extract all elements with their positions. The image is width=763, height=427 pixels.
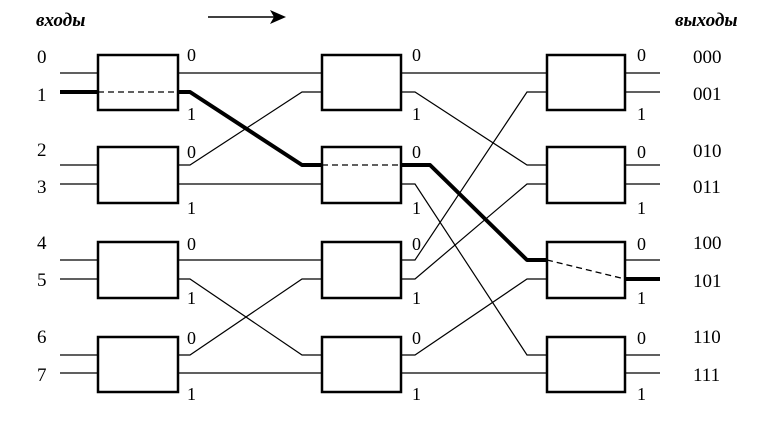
output-wires [625,72,660,374]
port-label-upper: 0 [637,328,646,348]
inputs-header: входы [36,10,85,31]
links-stage2-to-stage3 [401,72,547,374]
direction-arrow [208,10,286,24]
highlighted-route [60,90,660,281]
port-label-lower: 1 [412,288,421,308]
input-label: 5 [37,270,47,291]
port-label-upper: 0 [187,142,196,162]
stage-3-switches [545,53,627,394]
switch-s1-2 [96,145,180,205]
switch-s2-2 [320,145,403,205]
port-label-lower: 1 [637,384,646,404]
output-label: 000 [693,47,722,68]
input-labels: 0 1 2 3 4 5 6 7 [37,47,47,386]
input-label: 7 [37,365,47,386]
outputs-header: выходы [675,10,738,31]
port-label-lower: 1 [412,198,421,218]
output-label: 010 [693,141,722,162]
switch-s3-2 [545,145,627,205]
port-label-lower: 1 [637,104,646,124]
port-labels-stage-1: 0 1 0 1 0 1 0 1 [187,45,196,404]
input-wires [60,72,98,374]
port-label-upper: 0 [187,45,196,65]
switch-s1-1 [96,53,180,112]
port-label-upper: 0 [637,142,646,162]
input-label: 2 [37,140,47,161]
switch-s2-1 [320,53,403,112]
switch-s1-4 [96,335,180,394]
output-label: 111 [693,365,720,386]
port-label-upper: 0 [412,234,421,254]
output-labels: 000 001 010 011 100 101 110 111 [693,47,722,386]
output-label: 101 [693,271,722,292]
port-labels-stage-3: 0 1 0 1 0 1 0 1 [637,45,646,404]
stage-1-switches [96,53,180,394]
input-label: 3 [37,177,47,198]
port-label-lower: 1 [637,198,646,218]
port-label-lower: 1 [187,198,196,218]
port-label-lower: 1 [187,104,196,124]
port-label-upper: 0 [412,45,421,65]
input-label: 6 [37,327,47,348]
port-label-upper: 0 [637,45,646,65]
port-labels-stage-2: 0 1 0 1 0 1 0 1 [412,45,421,404]
input-label: 4 [37,233,47,254]
switch-s3-4 [545,335,627,394]
port-label-lower: 1 [187,288,196,308]
input-label: 1 [37,85,47,106]
switch-s3-1 [545,53,627,112]
output-label: 011 [693,177,721,198]
switch-internal-connections [98,91,626,280]
port-label-lower: 1 [187,384,196,404]
links-stage1-to-stage2 [178,72,322,374]
port-label-lower: 1 [412,104,421,124]
port-label-upper: 0 [187,328,196,348]
output-label: 110 [693,327,721,348]
switch-s1-3 [96,240,180,300]
port-label-upper: 0 [412,328,421,348]
port-label-upper: 0 [637,234,646,254]
input-label: 0 [37,47,47,68]
switch-s2-3 [320,240,403,300]
output-label: 100 [693,233,722,254]
port-label-upper: 0 [187,234,196,254]
stage-2-switches [320,53,403,394]
port-label-lower: 1 [412,384,421,404]
output-label: 001 [693,84,722,105]
port-label-lower: 1 [637,288,646,308]
port-label-upper: 0 [412,142,421,162]
switch-s2-4 [320,335,403,394]
